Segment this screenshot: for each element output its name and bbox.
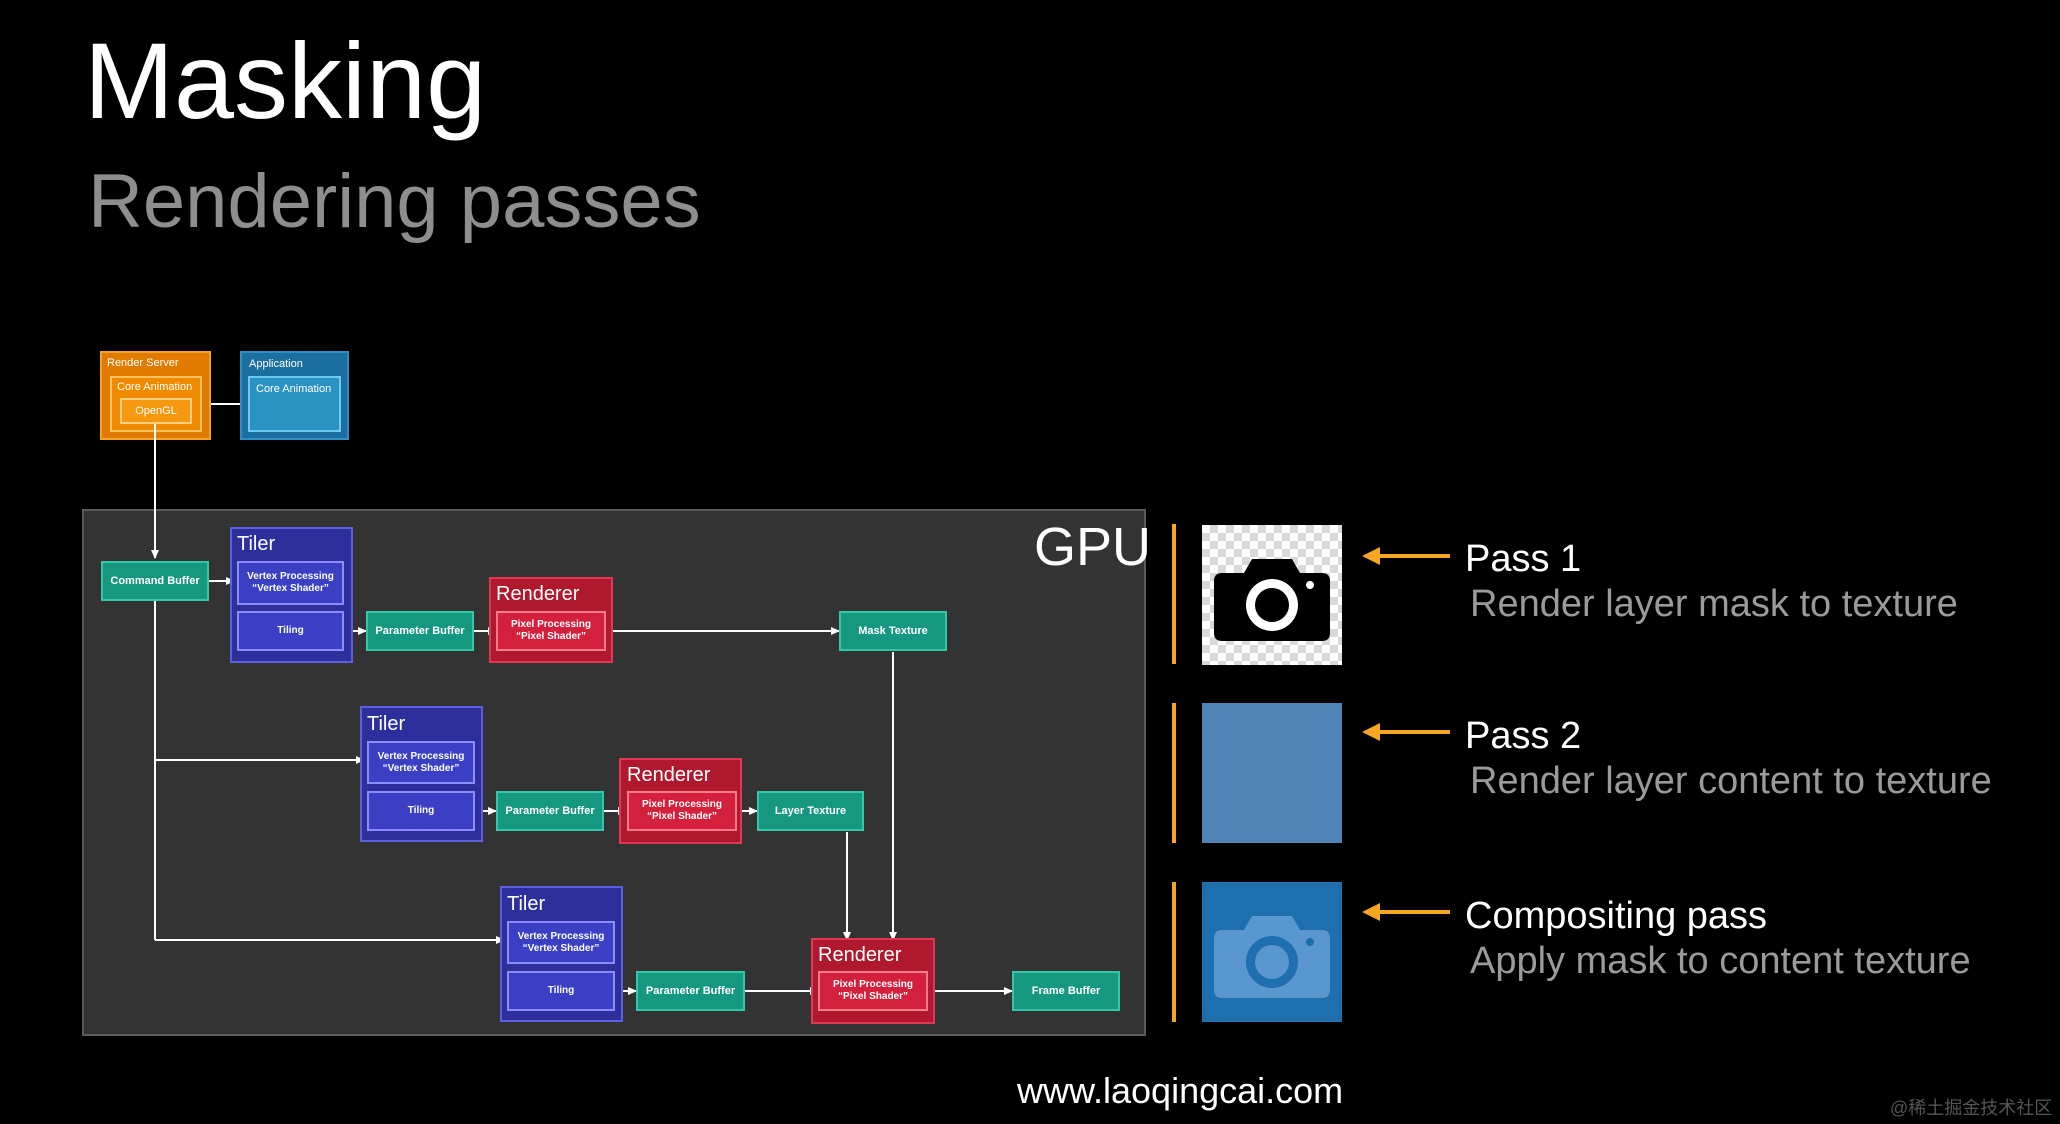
pass-2-title: Pass 2 [1465, 715, 1582, 757]
pass-1-thumbnail [1202, 525, 1342, 665]
pixel-processing-box-3: Pixel Processing “Pixel Shader” [818, 971, 928, 1011]
tiling-box-1: Tiling [237, 611, 344, 651]
pixel-shader-label-1: “Pixel Shader” [515, 631, 587, 642]
vertex-processing-label-1: Vertex Processing [247, 571, 334, 582]
compositing-pass-thumbnail [1202, 882, 1342, 1022]
parameter-buffer-box-3: Parameter Buffer [636, 971, 745, 1011]
pass-1-title: Pass 1 [1465, 538, 1582, 580]
camera-icon [1214, 559, 1330, 641]
masked-camera-icon [1214, 916, 1330, 998]
pixel-shader-label-2: “Pixel Shader” [646, 811, 718, 822]
frame-buffer-box: Frame Buffer [1012, 971, 1120, 1011]
pixel-processing-label-1: Pixel Processing [510, 619, 592, 630]
render-server-label: Render Server [107, 357, 179, 369]
slide-title: Masking [84, 20, 487, 141]
tiler-label-2: Tiler [367, 713, 406, 735]
slide-subtitle: Rendering passes [88, 159, 701, 244]
tiler-label-1: Tiler [237, 533, 276, 555]
compositing-pass-description: Apply mask to content texture [1470, 940, 1971, 982]
renderer-label-3: Renderer [818, 944, 902, 966]
pass-2-divider [1172, 703, 1176, 843]
pass-1-arrow-icon [1362, 547, 1450, 565]
vertex-processing-box-2: Vertex Processing “Vertex Shader” [367, 741, 475, 784]
vertex-shader-label-1: “Vertex Shader” [252, 583, 329, 594]
application-label: Application [249, 358, 303, 370]
vertex-processing-box-3: Vertex Processing “Vertex Shader” [507, 921, 615, 964]
command-buffer-box: Command Buffer [101, 561, 209, 601]
vertex-shader-label-2: “Vertex Shader” [382, 762, 460, 774]
renderer-label-1: Renderer [496, 583, 580, 605]
pass-2-arrow-icon [1362, 723, 1450, 741]
parameter-buffer-box-1: Parameter Buffer [366, 611, 474, 651]
pass-1-description: Render layer mask to texture [1470, 583, 1958, 625]
mask-texture-box: Mask Texture [839, 611, 947, 651]
compositing-pass-divider [1172, 882, 1176, 1022]
gpu-label: GPU [1034, 517, 1152, 577]
pixel-shader-label-3: “Pixel Shader” [837, 991, 909, 1002]
compositing-pass-title: Compositing pass [1465, 895, 1768, 937]
vertex-processing-label-2: Vertex Processing [377, 750, 465, 762]
layer-texture-box: Layer Texture [757, 791, 864, 831]
pixel-processing-box-2: Pixel Processing “Pixel Shader” [627, 791, 737, 831]
application-core-animation-box [248, 376, 341, 432]
tiler-label-3: Tiler [507, 893, 546, 915]
vertex-processing-label-3: Vertex Processing [517, 930, 605, 942]
compositing-pass-arrow-icon [1362, 903, 1450, 921]
pixel-processing-box-1: Pixel Processing “Pixel Shader” [496, 611, 606, 651]
parameter-buffer-box-2: Parameter Buffer [496, 791, 604, 831]
opengl-box: OpenGL [120, 398, 192, 424]
vertex-shader-label-3: “Vertex Shader” [522, 942, 600, 954]
renderer-label-2: Renderer [627, 764, 711, 786]
pixel-processing-label-2: Pixel Processing [641, 799, 723, 810]
footer-credit: @稀土掘金技术社区 [1890, 1098, 2053, 1118]
application-core-animation-label: Core Animation [256, 383, 332, 395]
pass-2-thumbnail [1202, 703, 1342, 843]
render-server-core-animation-label: Core Animation [117, 381, 193, 393]
pixel-processing-label-3: Pixel Processing [832, 979, 914, 990]
footer-url: www.laoqingcai.com [1017, 1070, 1344, 1111]
pass-2-description: Render layer content to texture [1470, 760, 1992, 802]
tiling-box-3: Tiling [507, 971, 615, 1011]
tiling-box-2: Tiling [367, 791, 475, 831]
vertex-processing-box-1: Vertex Processing “Vertex Shader” [237, 561, 344, 605]
pass-1-divider [1172, 524, 1176, 664]
